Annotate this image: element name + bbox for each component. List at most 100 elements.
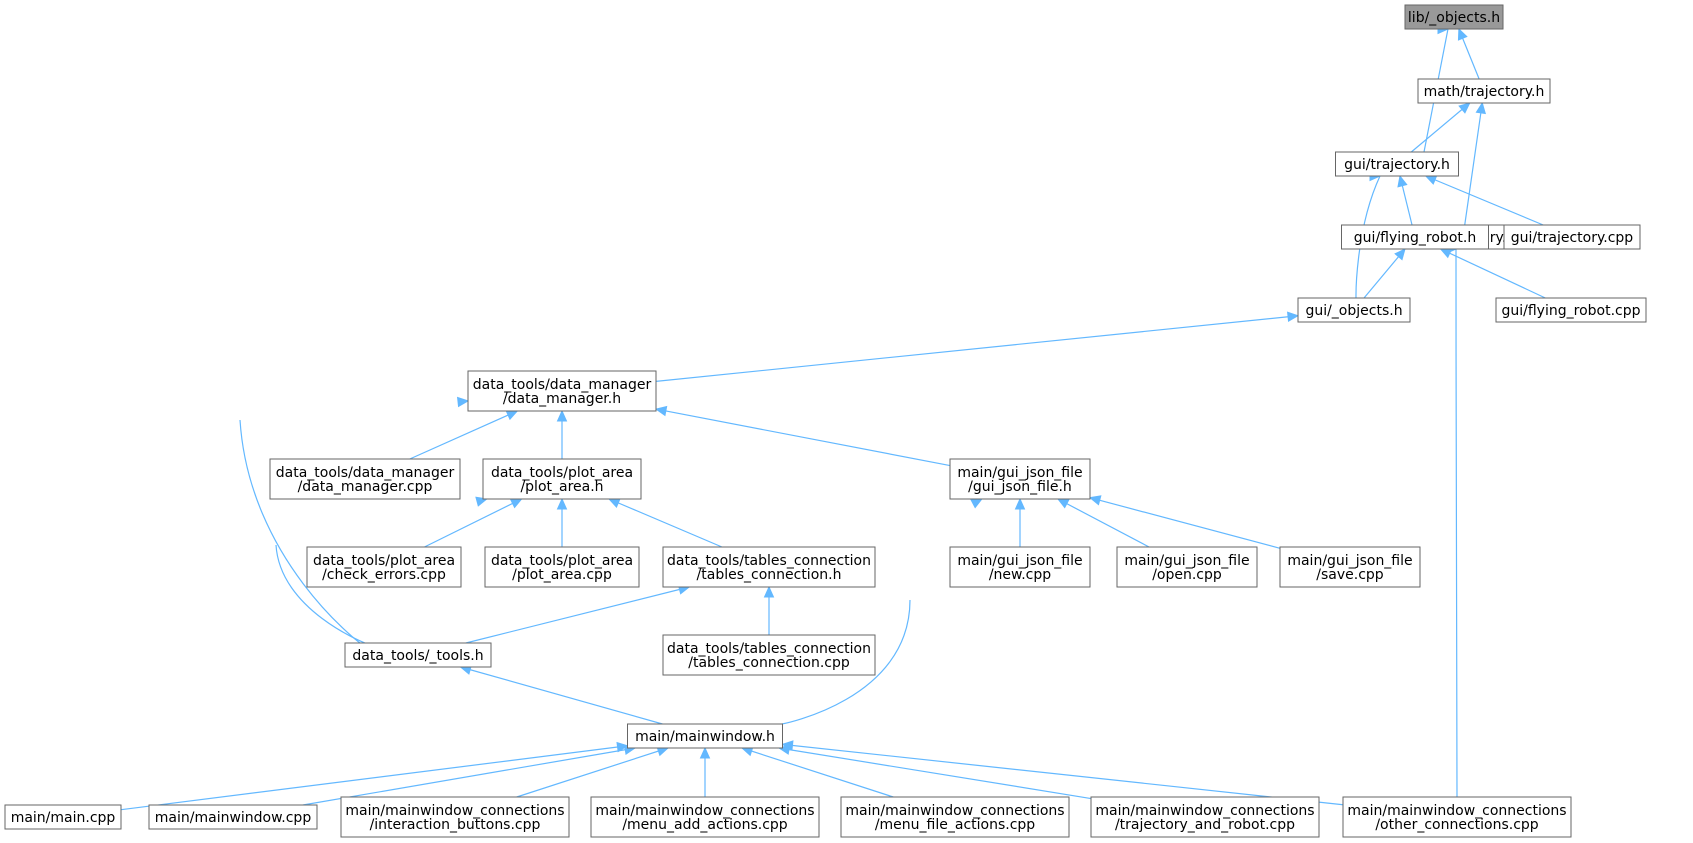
- node-label: /interaction_buttons.cpp: [370, 817, 541, 833]
- node-box: [949, 546, 1091, 588]
- node-main_cpp[interactable]: main/main.cpp: [4, 804, 122, 830]
- node-label: main/main.cpp: [11, 810, 116, 826]
- node-box: [662, 546, 876, 588]
- node-gui_trajectory_cpp[interactable]: gui/trajectory.cpp: [1503, 224, 1641, 250]
- edge-data_manager_h-tools_h: [239, 419, 361, 644]
- node-box: [484, 546, 640, 588]
- arrowhead-gui_json_file_h-json_open_cpp: [1056, 498, 1070, 509]
- node-gui_flying_robot_cpp[interactable]: gui/flying_robot.cpp: [1495, 297, 1647, 323]
- node-mainwindow_cpp[interactable]: main/mainwindow.cpp: [148, 804, 318, 830]
- node-box: [269, 458, 461, 500]
- node-label: data_tools/plot_area: [491, 553, 633, 569]
- node-label: data_tools/_tools.h: [352, 648, 483, 664]
- node-menu_add_actions_cpp[interactable]: main/mainwindow_connections/menu_add_act…: [590, 796, 820, 838]
- arrowhead-plot_area_h-plot_area_cpp: [556, 497, 568, 510]
- node-gui_flying_robot_h[interactable]: gui/flying_robot.h: [1341, 224, 1489, 250]
- node-interaction_buttons_cpp[interactable]: main/mainwindow_connections/interaction_…: [340, 796, 570, 838]
- node-label: main/gui_json_file: [957, 553, 1082, 569]
- edge-mainwindow_h-other_connections_cpp: [782, 743, 1344, 806]
- edge-gui_flying_robot_h-gui_objects_h: [1363, 248, 1406, 299]
- node-gui_objects_h[interactable]: gui/_objects.h: [1297, 297, 1411, 323]
- edge-math_trajectory_h-math_trajectory_cpp: [1464, 102, 1483, 226]
- node-label: /menu_file_actions.cpp: [875, 817, 1035, 833]
- arrowhead-math_trajectory_h-gui_trajectory_h: [1458, 102, 1471, 114]
- edge-plot_area_h-tools_h: [275, 544, 366, 644]
- node-box: [1335, 151, 1459, 177]
- node-label: math/trajectory.h: [1424, 84, 1545, 100]
- edge-mainwindow_h-menu_file_actions_cpp: [741, 747, 894, 798]
- node-menu_file_actions_cpp[interactable]: main/mainwindow_connections/menu_file_ac…: [840, 796, 1070, 838]
- arrowhead-gui_json_file_h-mainwindow_h: [970, 498, 983, 509]
- node-label: /trajectory_and_robot.cpp: [1115, 817, 1295, 833]
- node-label: /new.cpp: [989, 567, 1051, 583]
- node-box: [4, 804, 122, 830]
- edge-data_manager_h-data_manager_cpp: [409, 410, 518, 460]
- node-box: [1090, 796, 1320, 838]
- node-plot_area_cpp[interactable]: data_tools/plot_area/plot_area.cpp: [484, 546, 640, 588]
- node-box: [1297, 297, 1411, 323]
- edge-lib_objects_h-gui_trajectory_h: [1423, 28, 1449, 153]
- node-label: data_tools/plot_area: [491, 465, 633, 481]
- node-gui_json_file_h[interactable]: main/gui_json_file/gui_json_file.h: [949, 458, 1091, 500]
- node-label: lib/_objects.h: [1408, 10, 1500, 26]
- node-mainwindow_h[interactable]: main/mainwindow.h: [627, 723, 783, 749]
- node-label: main/mainwindow.h: [635, 729, 775, 745]
- node-label: main/mainwindow_connections: [1347, 803, 1566, 819]
- node-trajectory_and_robot_cpp[interactable]: main/mainwindow_connections/trajectory_a…: [1090, 796, 1320, 838]
- node-label: data_tools/tables_connection: [667, 553, 871, 569]
- edge-mainwindow_h-main_cpp: [120, 745, 628, 811]
- node-label: /gui_json_file.h: [968, 479, 1072, 495]
- node-math_trajectory_h[interactable]: math/trajectory.h: [1417, 78, 1551, 104]
- node-label: main/mainwindow.cpp: [155, 810, 312, 826]
- edge-gui_trajectory_h-gui_objects_h: [1355, 175, 1381, 299]
- node-check_errors_cpp[interactable]: data_tools/plot_area/check_errors.cpp: [306, 546, 462, 588]
- nodes-layer: lib/_objects.h math/trajectory.h gui/traje…: [4, 4, 1647, 838]
- node-label: /other_connections.cpp: [1375, 817, 1538, 833]
- node-box: [627, 723, 783, 749]
- node-box: [662, 634, 876, 676]
- arrowhead-lib_objects_h-math_trajectory_h: [1457, 27, 1468, 41]
- arrowhead-mainwindow_h-menu_add_actions_cpp: [699, 746, 711, 759]
- edge-tables_connection_h-tools_h: [465, 586, 690, 644]
- node-label: /plot_area.cpp: [512, 567, 612, 583]
- node-json_open_cpp[interactable]: main/gui_json_file/open.cpp: [1116, 546, 1258, 588]
- node-json_new_cpp[interactable]: main/gui_json_file/new.cpp: [949, 546, 1091, 588]
- node-box: [840, 796, 1070, 838]
- node-label: /open.cpp: [1152, 567, 1222, 583]
- edge-plot_area_h-check_errors_cpp: [424, 498, 522, 548]
- node-tables_connection_h[interactable]: data_tools/tables_connection/tables_conn…: [662, 546, 876, 588]
- node-label: main/gui_json_file: [1124, 553, 1249, 569]
- node-label: gui/flying_robot.h: [1354, 230, 1476, 246]
- edge-gui_trajectory_h-gui_trajectory_cpp: [1425, 175, 1544, 226]
- node-tables_connection_cpp[interactable]: data_tools/tables_connection/tables_conn…: [662, 634, 876, 676]
- node-data_manager_h[interactable]: data_tools/data_manager/data_manager.h: [467, 370, 657, 412]
- node-tools_h[interactable]: data_tools/_tools.h: [344, 642, 492, 668]
- node-label: gui/trajectory.h: [1344, 157, 1450, 173]
- node-label: data_tools/data_manager: [473, 377, 652, 393]
- node-label: data_tools/data_manager: [276, 465, 455, 481]
- edge-gui_json_file_h-mainwindow_h: [781, 599, 911, 725]
- node-label: /tables_connection.cpp: [688, 655, 850, 671]
- node-label: main/mainwindow_connections: [1095, 803, 1314, 819]
- node-data_manager_cpp[interactable]: data_tools/data_manager/data_manager.cpp: [269, 458, 461, 500]
- node-box: [1495, 297, 1647, 323]
- edge-mainwindow_h-trajectory_and_robot_cpp: [778, 747, 1092, 800]
- edge-gui_flying_robot_h-gui_flying_robot_cpp: [1440, 248, 1546, 299]
- node-label: /data_manager.cpp: [298, 479, 433, 495]
- node-box: [306, 546, 462, 588]
- node-json_save_cpp[interactable]: main/gui_json_file/save.cpp: [1279, 546, 1421, 588]
- arrowhead-mainwindow_h-main_cpp: [616, 741, 629, 753]
- edge-data_manager_h-gui_json_file_h: [655, 408, 951, 467]
- node-label: data_tools/tables_connection: [667, 641, 871, 657]
- node-box: [1342, 796, 1572, 838]
- arrowhead-data_manager_h-plot_area_h: [556, 409, 568, 422]
- node-box: [1404, 4, 1504, 30]
- arrowhead-gui_objects_h-data_manager_h: [1287, 311, 1300, 323]
- arrowhead-data_manager_h-gui_json_file_h: [654, 405, 668, 417]
- node-plot_area_h[interactable]: data_tools/plot_area/plot_area.h: [482, 458, 642, 500]
- node-gui_trajectory_h[interactable]: gui/trajectory.h: [1335, 151, 1459, 177]
- node-other_connections_cpp[interactable]: main/mainwindow_connections/other_connec…: [1342, 796, 1572, 838]
- edge-mainwindow_h-mainwindow_cpp: [302, 747, 636, 806]
- node-box: [482, 458, 642, 500]
- node-lib_objects_h[interactable]: lib/_objects.h: [1404, 4, 1504, 30]
